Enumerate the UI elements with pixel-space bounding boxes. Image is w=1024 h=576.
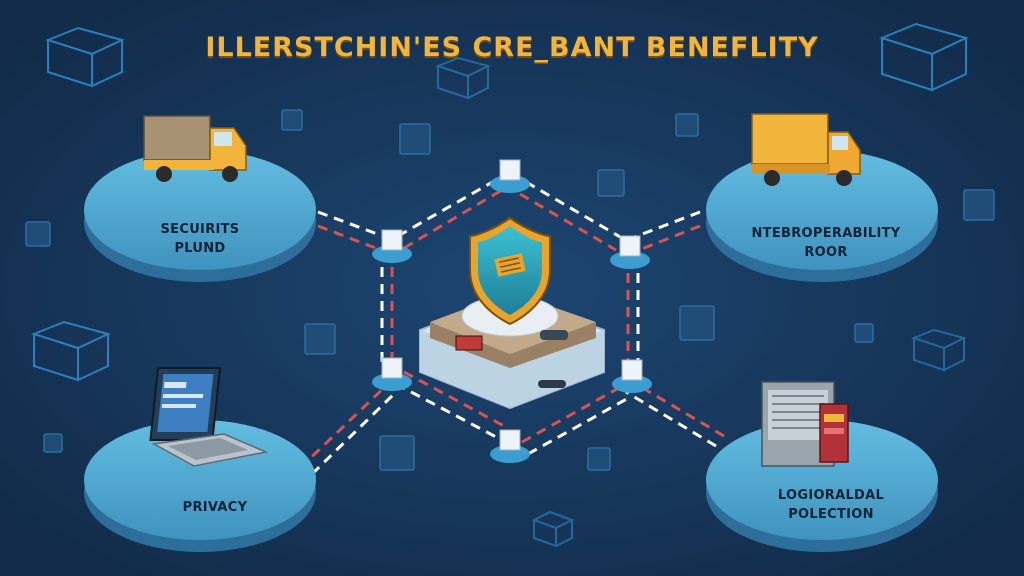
label-line: LOGIORALDAL (777, 488, 885, 503)
junction-node (490, 429, 530, 463)
cube-icon (31, 320, 111, 382)
label-line: PLUND (174, 241, 226, 256)
cube-icon (911, 328, 967, 372)
decorative-cubes (31, 22, 969, 548)
node-label-top-left: SECUIRITS PLUND (130, 220, 270, 258)
label-line: SECUIRITS (160, 222, 240, 237)
platform-top-right (706, 150, 938, 282)
page-title: ILLERSTCHIN'ES CRE_BANT BENEFLITY (205, 32, 819, 63)
server-cabinet-icon (761, 381, 849, 467)
laptop-icon (149, 367, 269, 467)
junction-node (612, 359, 652, 393)
junction-node (372, 357, 412, 391)
junction-node (490, 159, 530, 193)
node-label-bottom-left: PRIVACY (150, 498, 280, 517)
cube-icon (45, 26, 125, 88)
junction-nodes (372, 159, 652, 463)
node-label-bottom-right: LOGIORALDAL POLECTION (746, 486, 916, 524)
delivery-truck-icon (143, 115, 247, 182)
platform-top-left (84, 150, 316, 282)
label-line: PRIVACY (182, 500, 248, 515)
label-line: ROOR (804, 245, 848, 260)
node-label-top-right: NTEBROPERABILITY ROOR (726, 224, 926, 262)
junction-node (372, 229, 412, 263)
connector-lines (298, 178, 725, 476)
small-cubes (25, 109, 995, 471)
label-line: NTEBROPERABILITY (751, 226, 901, 241)
cube-icon (879, 22, 969, 92)
box-truck-icon (751, 113, 861, 186)
label-line: POLECTION (788, 507, 874, 522)
cube-icon (435, 56, 491, 100)
junction-node (610, 235, 650, 269)
shield-icon (469, 216, 551, 326)
cube-icon (531, 510, 575, 548)
